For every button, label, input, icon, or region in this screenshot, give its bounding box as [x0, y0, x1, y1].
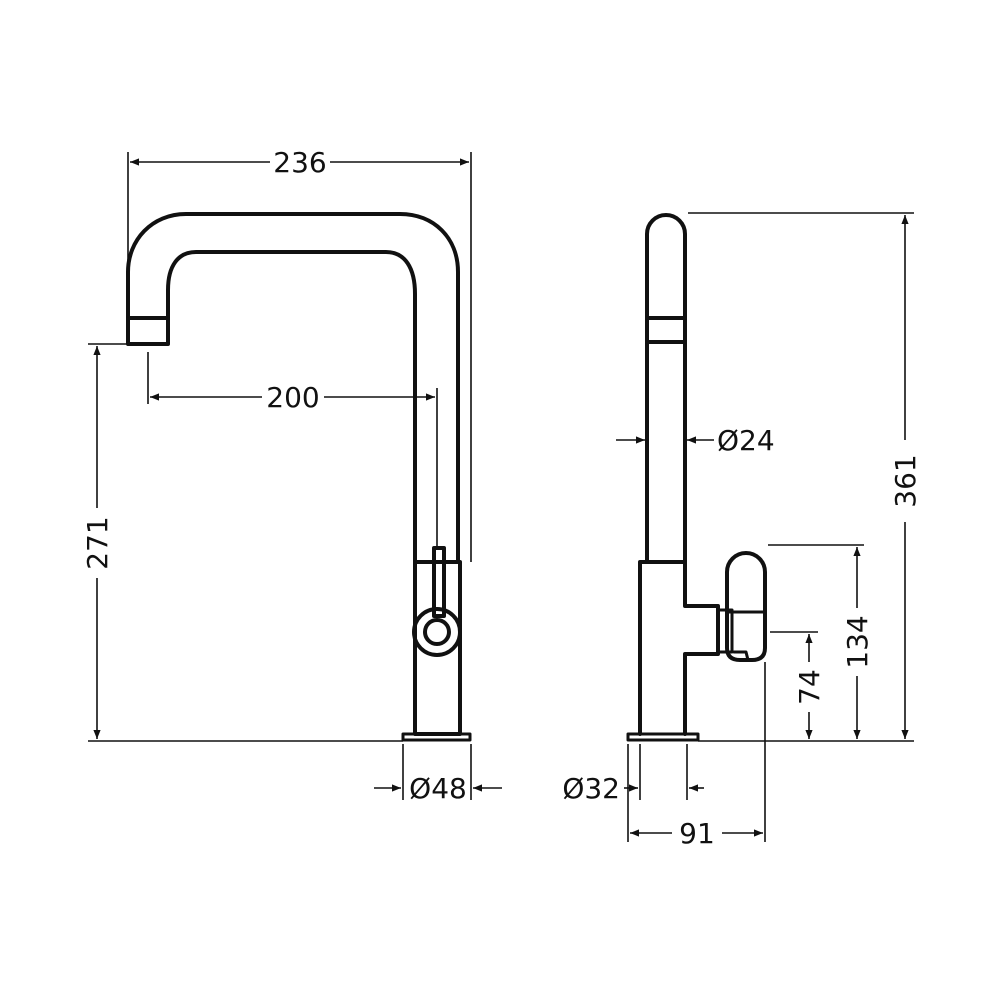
front-spout: [126, 212, 460, 564]
front-lever-hub-inner: [423, 618, 451, 646]
side-lever-tip: [732, 650, 750, 662]
dim-spout-height: 271: [81, 516, 114, 569]
dim-base-diameter-front: Ø48: [409, 772, 467, 805]
dim-base-depth: 91: [679, 817, 715, 850]
front-lever: [432, 546, 446, 618]
dim-overall-width: 236: [273, 146, 326, 179]
front-view: [126, 212, 472, 742]
side-tap-body: [638, 560, 720, 736]
dim-handle-pivot-height: 74: [793, 669, 826, 705]
front-base-plate: [401, 732, 472, 742]
front-lever-hub-outer: [412, 607, 462, 657]
dim-spout-reach: 200: [266, 381, 319, 414]
front-spout-outlet: [126, 316, 170, 346]
dim-base-diameter-side: Ø32: [562, 772, 620, 805]
side-dimensions: Ø24 361 134 74 Ø32 91: [562, 212, 922, 850]
dim-handle-height: 134: [841, 615, 874, 668]
side-view: [626, 213, 767, 742]
side-base-plate: [626, 732, 700, 742]
dim-total-height: 361: [889, 454, 922, 507]
side-lever: [725, 551, 767, 662]
dim-spout-diameter: Ø24: [717, 424, 775, 457]
side-spout: [645, 213, 687, 564]
front-dimensions: 236 200 271 Ø48: [81, 146, 502, 805]
